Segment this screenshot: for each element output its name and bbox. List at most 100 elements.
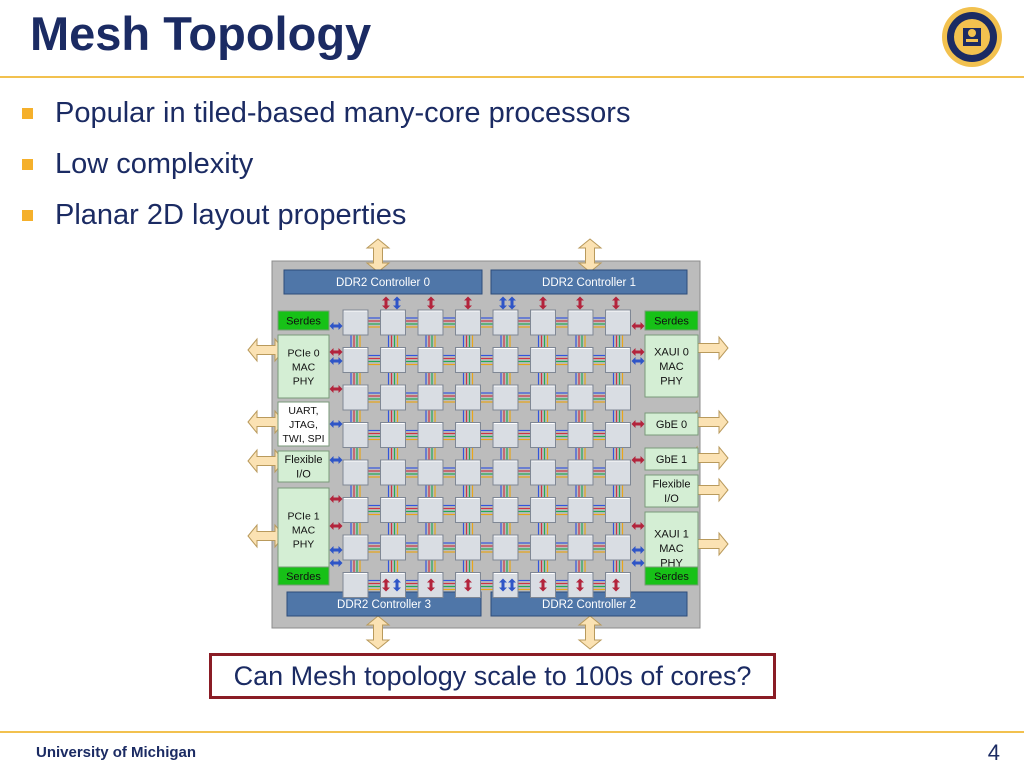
link-arrow-icon bbox=[612, 578, 620, 592]
mesh-tile bbox=[342, 384, 369, 411]
mesh-tile bbox=[492, 309, 519, 336]
mesh-tile bbox=[380, 572, 406, 598]
mesh-tile bbox=[567, 347, 594, 373]
io-block-label: MAC bbox=[292, 361, 316, 373]
io-block-label: JTAG, bbox=[289, 419, 318, 431]
page-number: 4 bbox=[987, 740, 1000, 765]
link-arrow-icon bbox=[631, 559, 645, 567]
mesh-tile bbox=[605, 459, 631, 486]
mesh-tile bbox=[567, 309, 594, 336]
mesh-tile bbox=[530, 309, 556, 336]
bullet-text: Planar 2D layout properties bbox=[55, 199, 407, 231]
mesh-tile bbox=[530, 534, 556, 561]
io-block bbox=[644, 310, 699, 331]
link-arrow-icon bbox=[329, 559, 343, 567]
mesh-tile bbox=[380, 309, 406, 336]
io-block-label: PCIe 0 bbox=[287, 347, 319, 359]
io-block bbox=[644, 334, 699, 398]
io-block-label: I/O bbox=[664, 493, 679, 505]
link-arrow-icon bbox=[612, 296, 620, 310]
mesh-tile bbox=[530, 497, 556, 523]
link-arrow-icon bbox=[576, 296, 584, 310]
io-block bbox=[644, 447, 699, 471]
io-block-label: PHY bbox=[293, 538, 315, 550]
link-arrow-icon bbox=[329, 348, 343, 356]
io-block-label: UART, bbox=[288, 405, 318, 417]
io-block-label: Flexible bbox=[653, 479, 691, 491]
io-block-label: XAUI 0 bbox=[654, 346, 689, 358]
io-block-label: XAUI 1 bbox=[654, 528, 689, 540]
mesh-tile bbox=[605, 309, 631, 336]
link-arrow-icon bbox=[631, 348, 645, 356]
mesh-tile bbox=[380, 534, 406, 561]
io-block-label: MAC bbox=[659, 543, 684, 555]
mesh-tile bbox=[605, 572, 631, 598]
chip-body bbox=[271, 260, 701, 629]
slide-title: Mesh Topology bbox=[30, 7, 372, 60]
mesh-tile bbox=[342, 497, 369, 523]
bullet-text: Popular in tiled-based many-core process… bbox=[55, 97, 631, 129]
mesh-tile bbox=[567, 422, 594, 448]
io-block-label: PHY bbox=[660, 557, 683, 569]
link-arrow-icon bbox=[393, 578, 401, 592]
link-arrow-icon bbox=[393, 296, 401, 310]
mesh-tile bbox=[417, 497, 444, 523]
link-arrow-icon bbox=[329, 420, 343, 428]
link-arrow-icon bbox=[329, 357, 343, 365]
university-seal-logo bbox=[942, 7, 1002, 67]
io-block-label: Serdes bbox=[654, 571, 689, 583]
ddr-controller-bar bbox=[490, 269, 688, 295]
ddr-controller-label: DDR2 Controller 2 bbox=[542, 599, 636, 611]
io-block-label: Serdes bbox=[286, 315, 321, 327]
mesh-tile bbox=[342, 422, 369, 448]
mesh-tile bbox=[455, 534, 481, 561]
link-arrow-icon bbox=[329, 546, 343, 554]
mesh-tile bbox=[342, 309, 369, 336]
link-arrow-icon bbox=[631, 322, 645, 330]
mesh-tile bbox=[417, 459, 444, 486]
mesh-tile bbox=[342, 459, 369, 486]
link-arrow-icon bbox=[329, 495, 343, 503]
mesh-tile bbox=[492, 384, 519, 411]
mesh-tile bbox=[455, 422, 481, 448]
mesh-tile bbox=[492, 497, 519, 523]
link-arrow-icon bbox=[631, 456, 645, 464]
mesh-tile bbox=[530, 384, 556, 411]
mesh-tile bbox=[492, 572, 519, 598]
mesh-tile bbox=[342, 347, 369, 373]
mesh-tile bbox=[380, 384, 406, 411]
io-block bbox=[644, 566, 699, 586]
footer-university: University of Michigan bbox=[36, 744, 197, 761]
link-arrow-icon bbox=[499, 578, 507, 592]
mesh-tile bbox=[530, 347, 556, 373]
link-arrow-icon bbox=[631, 522, 645, 530]
io-block-label: GbE 0 bbox=[656, 419, 687, 431]
link-arrow-icon bbox=[631, 546, 645, 554]
link-arrow-icon bbox=[427, 296, 435, 310]
ddr-controller-bar bbox=[283, 269, 483, 295]
io-block bbox=[277, 566, 330, 586]
link-arrow-icon bbox=[464, 578, 472, 592]
link-arrow-icon bbox=[508, 578, 516, 592]
bullet-square-icon bbox=[22, 210, 33, 221]
link-arrow-icon bbox=[539, 578, 547, 592]
bullet-item: Popular in tiled-based many-core process… bbox=[22, 88, 630, 139]
mesh-tile bbox=[380, 347, 406, 373]
link-arrow-icon bbox=[382, 296, 390, 310]
mesh-tile bbox=[455, 309, 481, 336]
title-rule bbox=[0, 76, 1024, 78]
io-arrow-icon bbox=[365, 615, 391, 650]
question-box: Can Mesh topology scale to 100s of cores… bbox=[209, 653, 776, 699]
bullet-square-icon bbox=[22, 108, 33, 119]
ddr-controller-label: DDR2 Controller 1 bbox=[542, 277, 636, 289]
link-arrow-icon bbox=[464, 296, 472, 310]
mesh-tile bbox=[455, 459, 481, 486]
link-arrow-icon bbox=[631, 420, 645, 428]
mesh-tile bbox=[605, 384, 631, 411]
io-block-label: I/O bbox=[296, 469, 311, 481]
io-block bbox=[277, 334, 330, 399]
io-block-label: TWI, SPI bbox=[283, 433, 325, 445]
mesh-tile bbox=[492, 347, 519, 373]
io-block-label: Flexible bbox=[285, 454, 323, 466]
